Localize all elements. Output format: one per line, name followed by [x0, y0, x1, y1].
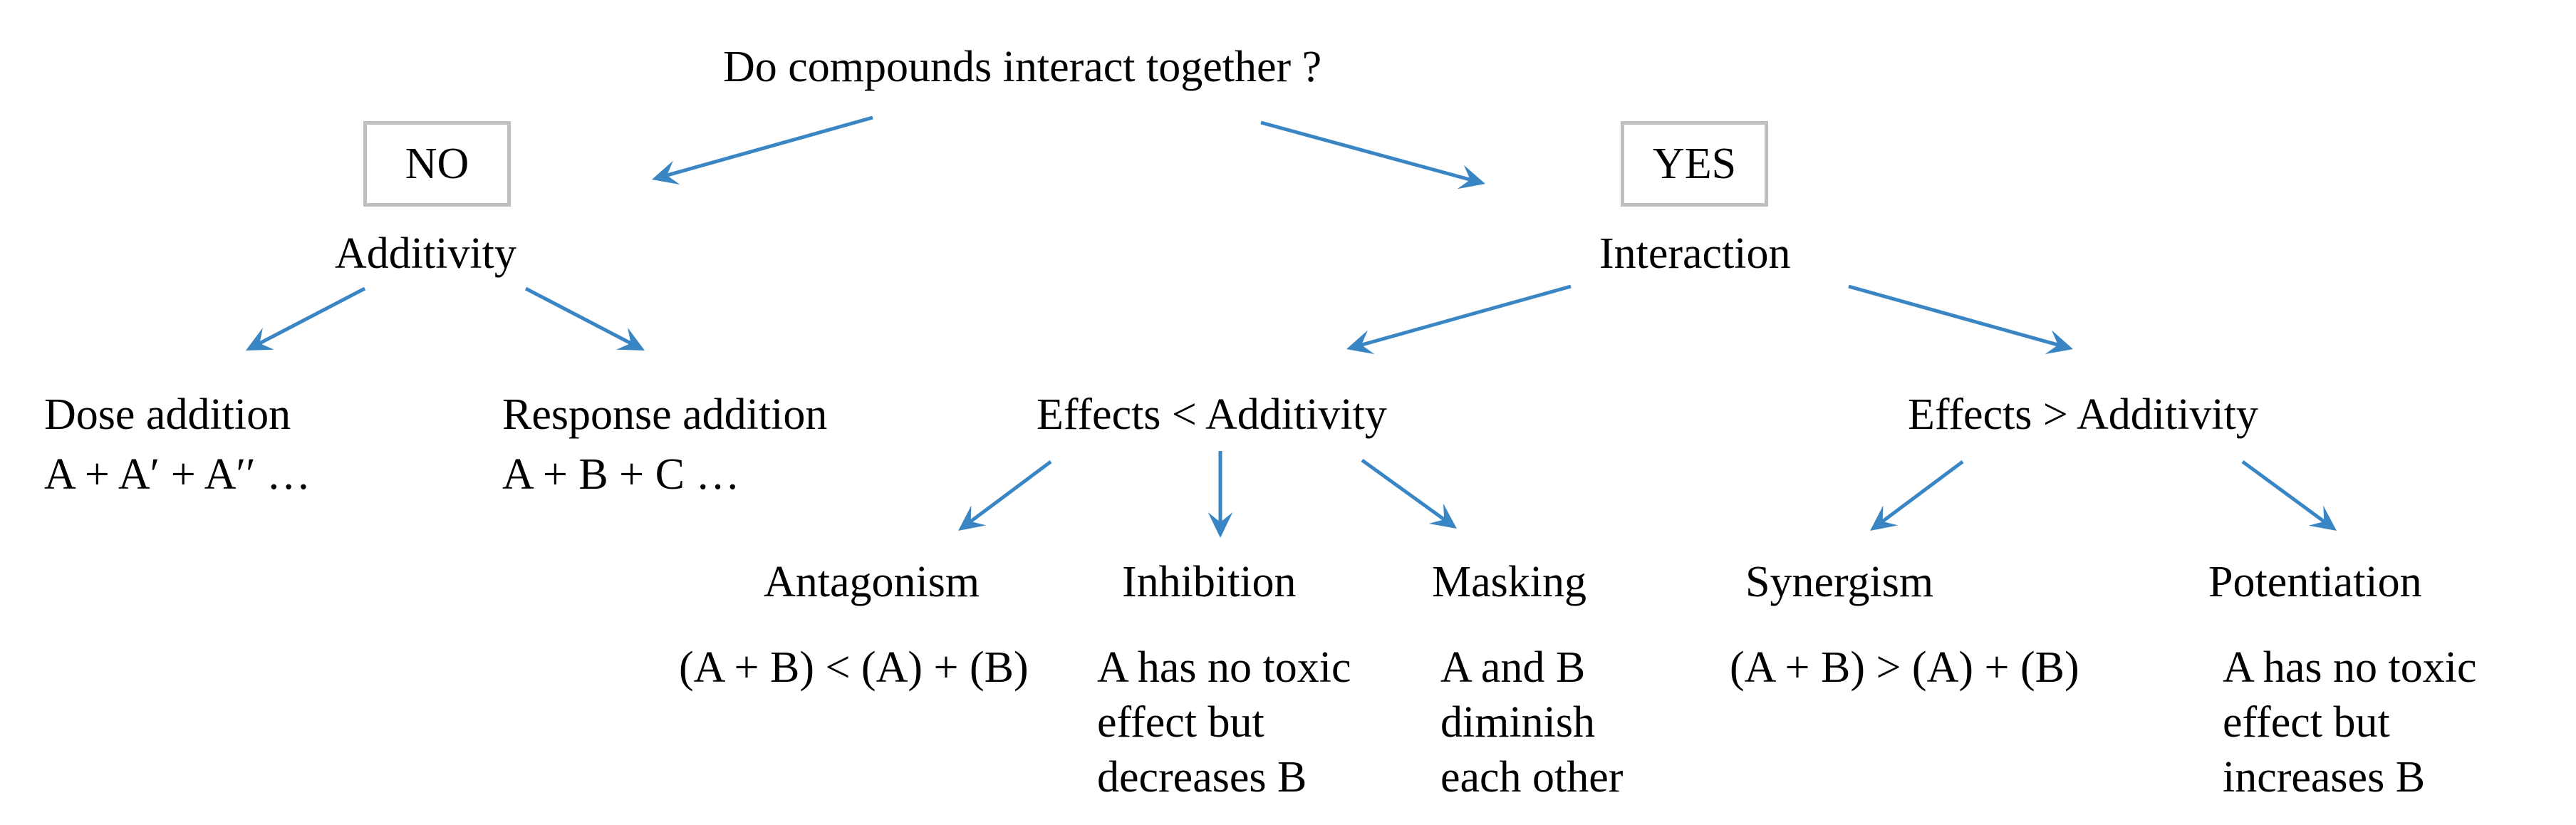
arrow-shaft [255, 286, 366, 347]
potentiation-desc-line-1: A has no toxic [2223, 643, 2477, 692]
antagonism-title: Antagonism [764, 558, 980, 606]
arrow-greater-to-synergism [1870, 460, 1964, 531]
arrow-head [1208, 512, 1233, 538]
additivity-label: Additivity [335, 229, 516, 278]
masking-desc-line-3: each other [1440, 753, 1624, 801]
arrow-shaft [1361, 458, 1449, 524]
arrow-less-to-masking [1361, 458, 1457, 529]
arrow-head [1346, 330, 1375, 355]
effects-less-label: Effects < Additivity [1037, 390, 1387, 439]
dose-addition-formula: A + A′ + A′′ … [44, 450, 311, 499]
synergism-formula: (A + B) > (A) + (B) [1730, 643, 2079, 692]
arrow-additivity-to-dose-addition [246, 286, 366, 351]
synergism-title: Synergism [1745, 558, 1934, 606]
potentiation-title: Potentiation [2208, 558, 2422, 606]
masking-title: Masking [1432, 558, 1586, 606]
arrow-shaft [524, 286, 635, 347]
effects-greater-label: Effects > Additivity [1908, 390, 2258, 439]
arrow-shaft [1848, 284, 2063, 348]
arrow-head [246, 327, 274, 351]
arrow-head [958, 505, 987, 531]
yes-label: YES [1652, 140, 1737, 188]
arrow-interaction-to-greater [1848, 284, 2073, 355]
arrow-head [652, 160, 680, 185]
arrow-head [1428, 503, 1457, 529]
arrow-head [1870, 505, 1899, 531]
arrow-interaction-to-less [1346, 284, 1572, 355]
arrow-head [2308, 505, 2337, 531]
arrow-head [616, 327, 645, 351]
arrow-shaft [2241, 460, 2329, 526]
arrow-head [2045, 330, 2073, 355]
arrow-greater-to-potentiation [2241, 460, 2337, 531]
response-addition-title: Response addition [502, 390, 828, 439]
arrow-shaft [1260, 120, 1475, 183]
dose-addition-title: Dose addition [44, 390, 291, 439]
arrow-additivity-to-response-addition [524, 286, 645, 351]
potentiation-desc-line-2: effect but [2223, 698, 2390, 747]
interaction-label: Interaction [1599, 229, 1791, 278]
yes-box: YES [1621, 121, 1768, 207]
arrow-question-to-yes [1260, 120, 1485, 190]
arrow-shaft [1356, 284, 1572, 348]
arrow-shaft [966, 460, 1052, 526]
no-box: NO [363, 121, 511, 207]
no-label: NO [405, 140, 469, 188]
arrow-less-to-inhibition [1208, 451, 1233, 538]
arrow-head [1457, 165, 1485, 190]
inhibition-desc-line-1: A has no toxic [1097, 643, 1351, 692]
inhibition-desc-line-3: decreases B [1097, 753, 1307, 801]
inhibition-title: Inhibition [1122, 558, 1297, 606]
arrow-shaft [662, 115, 873, 179]
root-question: Do compounds interact together ? [723, 43, 1322, 91]
response-addition-formula: A + B + C … [502, 450, 740, 499]
arrow-less-to-antagonism [958, 460, 1052, 531]
masking-desc-line-1: A and B [1440, 643, 1586, 692]
inhibition-desc-line-2: effect but [1097, 698, 1264, 747]
arrow-shaft [1878, 460, 1964, 526]
masking-desc-line-2: diminish [1440, 698, 1596, 747]
arrow-question-to-no [652, 115, 873, 185]
potentiation-desc-line-3: increases B [2223, 753, 2426, 801]
antagonism-formula: (A + B) < (A) + (B) [679, 643, 1029, 692]
